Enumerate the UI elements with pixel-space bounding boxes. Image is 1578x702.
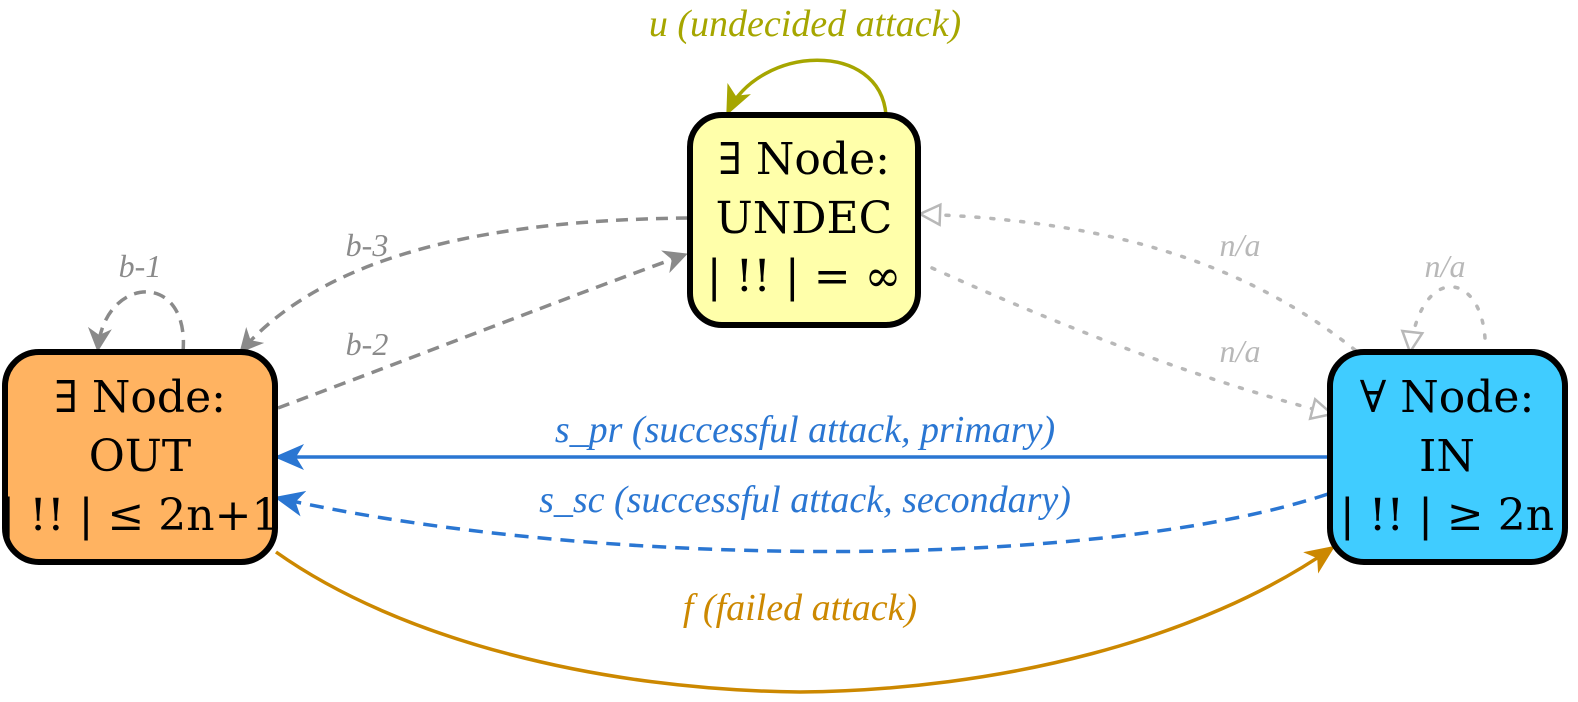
node-undec-line2: UNDEC [716, 193, 893, 244]
edge-na2 [930, 266, 1335, 421]
edge-na2-label: n/a [1220, 333, 1261, 369]
node-out: ∃ Node: OUT | !! | ≤ 2n+1 [0, 349, 280, 565]
node-undec-line3: | !! | = ∞ [707, 251, 901, 302]
edge-f-label: f (failed attack) [683, 587, 917, 629]
edge-s-pr-label: s_pr (successful attack, primary) [555, 409, 1055, 451]
edge-na3 [1400, 285, 1487, 355]
node-in-line3: | !! | ≥ 2n [1340, 490, 1554, 541]
node-in: ∀ Node: IN | !! | ≥ 2n [1327, 349, 1568, 565]
node-in-line1: ∀ Node: [1360, 372, 1535, 423]
edge-u-label: u (undecided attack) [649, 3, 961, 45]
node-in-box [1327, 349, 1568, 565]
edge-na1-label: n/a [1220, 227, 1261, 263]
edge-b2-label: b-2 [346, 326, 389, 362]
node-undec-line1: ∃ Node: [718, 134, 890, 185]
node-out-line1: ∃ Node: [54, 372, 226, 423]
node-undec-box [687, 112, 921, 328]
node-undec: ∃ Node: UNDEC | !! | = ∞ [687, 112, 921, 328]
edge-f [274, 545, 1336, 694]
edge-s-sc [274, 490, 1329, 554]
edge-na1 [917, 202, 1357, 352]
node-out-line3: | !! | ≤ 2n+1 [0, 490, 279, 541]
edge-s-sc-label: s_sc (successful attack, secondary) [539, 479, 1071, 521]
edge-b1 [87, 290, 186, 353]
edge-b2 [277, 250, 688, 410]
node-out-line2: OUT [89, 431, 192, 482]
edge-u [726, 58, 888, 116]
edge-b3-label: b-3 [346, 227, 389, 263]
edge-b1-label: b-1 [119, 248, 162, 284]
node-out-box [2, 349, 278, 565]
edge-na3-label: n/a [1425, 248, 1466, 284]
edge-b3 [239, 216, 689, 354]
node-in-line2: IN [1419, 431, 1475, 482]
